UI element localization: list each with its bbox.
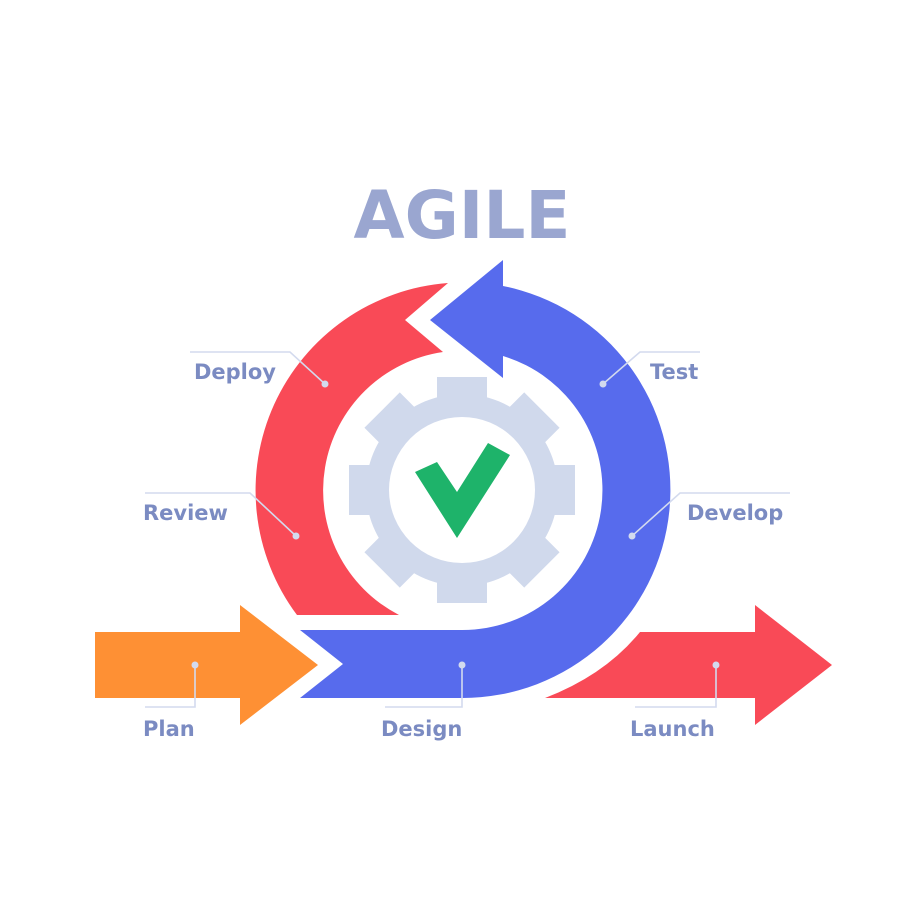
label-review: Review	[143, 501, 228, 525]
label-deploy: Deploy	[194, 360, 276, 384]
diagram-title: AGILE	[354, 177, 571, 254]
plan-arrow	[95, 605, 318, 725]
gear-icon	[349, 377, 575, 603]
label-launch: Launch	[630, 717, 715, 741]
label-design: Design	[381, 717, 462, 741]
connectors	[145, 351, 790, 708]
checkmark-icon	[415, 443, 510, 538]
design-develop-test-arrow	[300, 260, 671, 699]
launch-arrow	[545, 605, 832, 725]
label-test: Test	[650, 360, 698, 384]
label-develop: Develop	[687, 501, 783, 525]
label-plan: Plan	[143, 717, 195, 741]
review-deploy-arc	[255, 283, 448, 615]
